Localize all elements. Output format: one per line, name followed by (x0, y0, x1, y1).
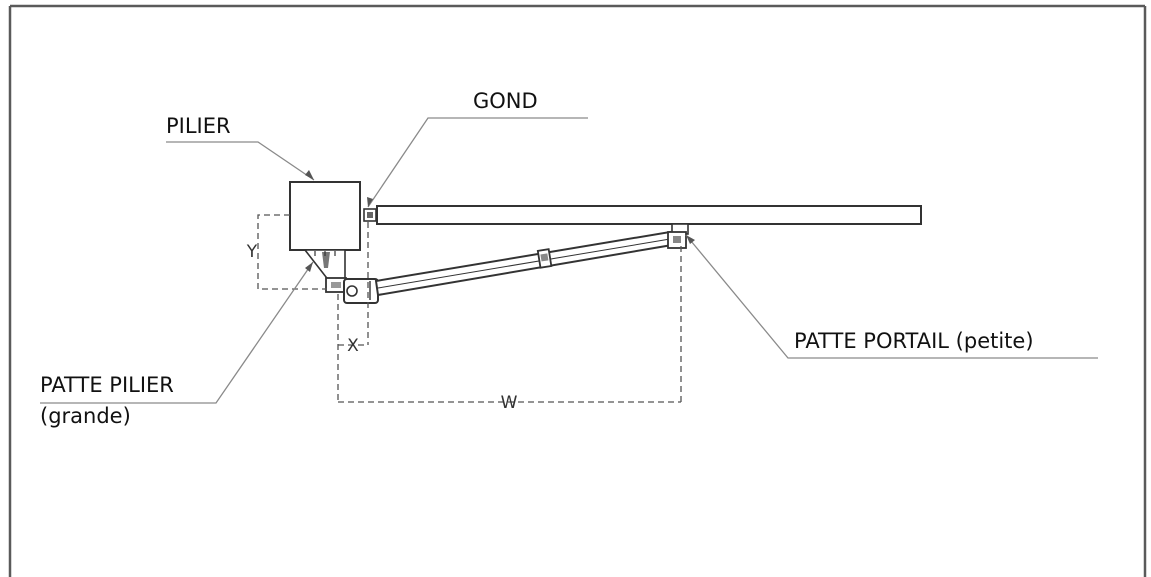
label-gond: GOND (473, 89, 538, 113)
gate-leaf (376, 205, 922, 225)
dimension-w: W (501, 393, 518, 413)
pillar-bracket-fin (322, 252, 330, 268)
actuator-collar (536, 248, 553, 269)
label-patte-pilier-line1: PATTE PILIER (40, 373, 174, 397)
dimension-x: X (347, 336, 359, 356)
actuator-arm (374, 230, 674, 297)
diagram-frame (8, 4, 1147, 577)
pillar (289, 181, 361, 251)
label-patte-portail: PATTE PORTAIL (petite) (794, 329, 1034, 353)
gate-bracket (667, 223, 689, 249)
leader-arrowheads (305, 170, 695, 272)
hinge-pin (367, 212, 373, 218)
label-pilier: PILIER (166, 114, 231, 138)
leader-lines (40, 117, 1098, 404)
actuator-motor (343, 278, 379, 304)
dimension-y: Y (246, 242, 258, 262)
label-patte-pilier-line2: (grande) (40, 404, 131, 428)
dimension-lines (257, 214, 682, 403)
